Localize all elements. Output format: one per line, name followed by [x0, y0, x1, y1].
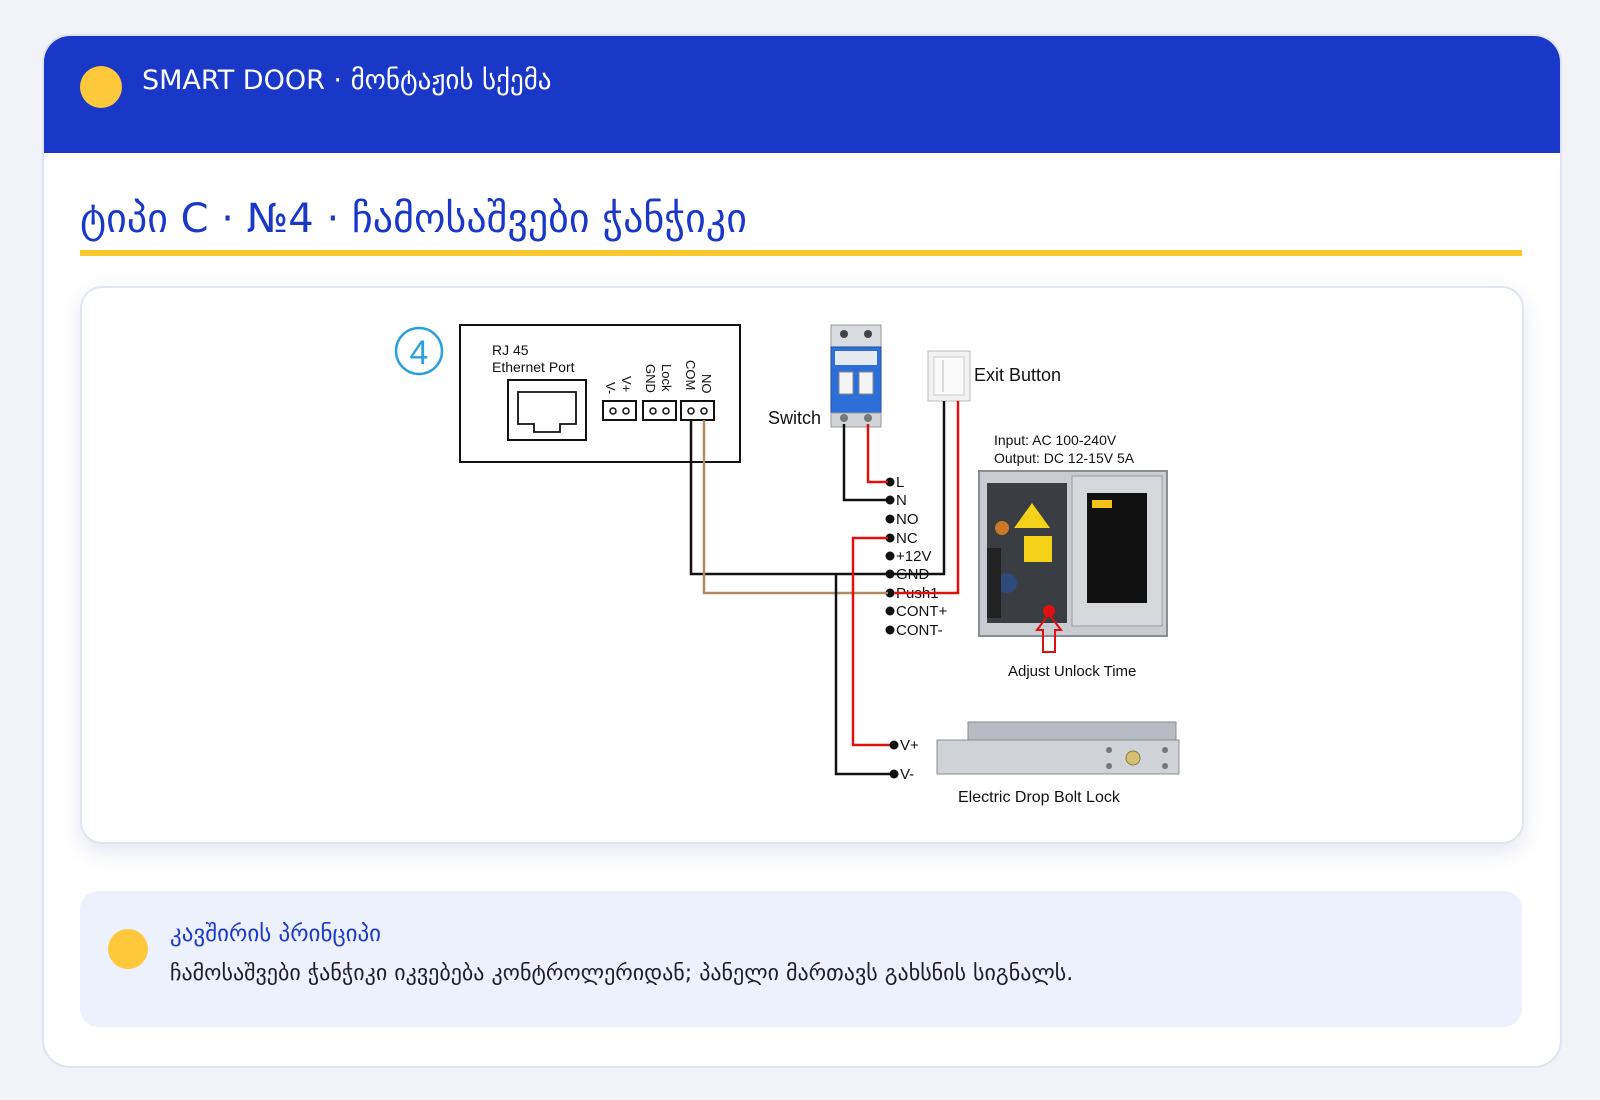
header-dot-icon	[80, 66, 122, 108]
step-badge-icon	[394, 326, 444, 376]
app-title: SMART DOOR · მონტაჟის სქემა	[142, 65, 552, 96]
lock-label: Electric Drop Bolt Lock	[958, 789, 1121, 806]
note-text: ჩამოსაშვები ჭანჭიკი იკვებება კონტროლერიდ…	[170, 961, 1074, 986]
ethernet-port-label: Ethernet Port	[492, 359, 575, 375]
adjust-arrow-icon	[1035, 612, 1063, 653]
wiring-diagram: 4 RJ 45 Ethernet Port V- V+ GND Lock COM…	[80, 286, 1524, 844]
breaker-switch-icon	[830, 324, 882, 428]
psu-terminal-cont-plus: CONT+	[896, 603, 947, 620]
psu-terminal-no: NO	[896, 511, 919, 528]
lock-terminal-dot	[889, 740, 899, 750]
title-underline	[80, 250, 1522, 256]
psu-terminal-dots	[885, 477, 895, 635]
rj45-jack-icon	[517, 391, 577, 433]
terminal-lock: Lock	[659, 364, 674, 392]
psu-terminal-cont-minus: CONT-	[896, 622, 943, 639]
page-title: ტიპი C · №4 · ჩამოსაშვები ჭანჭიკი	[80, 196, 747, 242]
exit-button-icon	[927, 350, 971, 402]
note-title: კავშირის პრინციპი	[170, 921, 382, 947]
step-badge-number: 4	[410, 334, 429, 372]
wires	[689, 401, 960, 776]
lock-terminal-v-minus: V-	[900, 766, 914, 783]
rj45-port-icon	[507, 379, 587, 441]
lock-terminal-dot	[889, 769, 899, 779]
psu-terminal-n: N	[896, 492, 907, 509]
psu-terminal-nc: NC	[896, 530, 918, 547]
terminal-com: COM	[683, 360, 698, 390]
exit-button-label: Exit Button	[974, 365, 1061, 385]
note-dot-icon	[108, 929, 148, 969]
terminal-blocks	[602, 400, 715, 421]
terminal-v-plus: V+	[619, 376, 634, 392]
switch-label: Switch	[768, 408, 821, 428]
terminal-gnd: GND	[643, 364, 658, 393]
lock-terminal-v-plus: V+	[900, 737, 919, 754]
terminal-v-minus: V-	[603, 382, 618, 394]
controller-box	[459, 324, 741, 463]
power-supply-icon	[978, 470, 1168, 637]
psu-terminal-l: L	[896, 474, 904, 491]
wiring-diagram-svg: 4 RJ 45 Ethernet Port V- V+ GND Lock COM…	[394, 324, 1180, 806]
psu-output-label: Output: DC 12-15V 5A	[994, 450, 1135, 466]
drop-bolt-lock-icon	[936, 721, 1180, 775]
header-bar: SMART DOOR · მონტაჟის სქემა	[44, 36, 1560, 153]
main-card: SMART DOOR · მონტაჟის სქემა ტიპი C · №4 …	[42, 34, 1562, 1068]
info-note: კავშირის პრინციპი ჩამოსაშვები ჭანჭიკი იკ…	[80, 891, 1522, 1027]
rj45-label: RJ 45	[492, 342, 529, 358]
psu-terminal-12v: +12V	[896, 548, 931, 565]
psu-input-label: Input: AC 100-240V	[994, 432, 1117, 448]
terminal-no: NO	[699, 374, 714, 394]
adjust-unlock-time-label: Adjust Unlock Time	[1008, 663, 1136, 680]
